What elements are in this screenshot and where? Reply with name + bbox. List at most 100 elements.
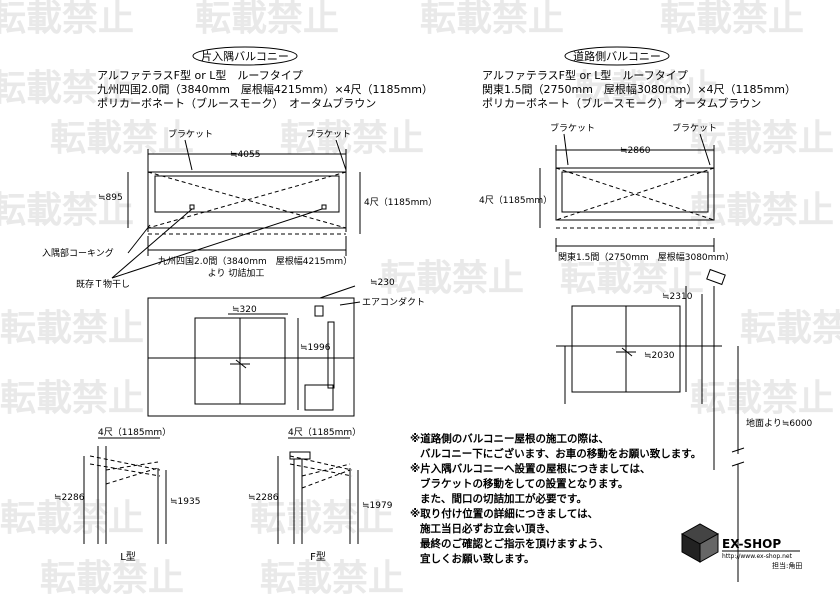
title-ellipse [564, 46, 670, 66]
bracket-label: ブラケット [672, 122, 717, 134]
aircon-label: エアコンダクト [362, 296, 425, 308]
section-l-caption: L型 [120, 550, 136, 563]
duct [327, 321, 335, 389]
section-f-left-dim: ≒2286 [248, 493, 279, 503]
watermark: 転載禁止 [280, 118, 424, 159]
t-post-marker [189, 204, 195, 210]
roof-line [289, 455, 353, 471]
corner-caulk-label: 入隅部コーキング [42, 247, 114, 259]
leader [339, 301, 361, 306]
note-line: 宜しくお願い致します。 [420, 552, 534, 565]
cube-side [699, 533, 719, 563]
bracket-label: ブラケット [306, 128, 351, 140]
width-dim: ≒2860 [620, 146, 651, 156]
note-line: また、間口の切詰加工が必要です。 [420, 492, 587, 505]
bracket-label: ブラケット [168, 128, 213, 140]
dim-1996: ≒1996 [300, 343, 331, 353]
roof-line [89, 463, 161, 477]
depth-dim: ≒895 [98, 193, 123, 203]
right-balcony-plan: 道路側バルコニー アルファテラスF型 or L型 ルーフタイプ 関東1.5間（2… [479, 46, 796, 263]
t-leader [111, 208, 193, 279]
section-l-left-dim: ≒2286 [54, 493, 85, 503]
watermark: 転載禁止 [690, 378, 834, 419]
inner-frame [561, 171, 709, 213]
diagonal-dashed [147, 171, 347, 229]
watermark: 転載禁止 [0, 190, 134, 231]
bottom-dim: 関東1.5間（2750mm 屋根幅3080mm） [558, 251, 734, 263]
caulk-leader [127, 224, 151, 254]
dim-320: ≒320 [232, 305, 257, 315]
right-balcony-title: 道路側バルコニー [573, 49, 661, 63]
bracket-label: ブラケット [550, 122, 595, 134]
watermark: 転載禁止 [560, 258, 704, 299]
roof-line [301, 463, 351, 477]
watermark: 転載禁止 [40, 558, 184, 594]
dim-2310: ≒2310 [662, 292, 693, 302]
roof-bracket [706, 268, 726, 286]
right-elevation: ≒2310 ≒2030 地面より≒6000 [556, 268, 813, 582]
section-l-top-dim: 4尺（1185mm） [98, 427, 171, 438]
fitting [314, 305, 324, 317]
watermark: 転載禁止 [420, 0, 564, 39]
watermark: 転載禁止 [195, 0, 339, 39]
notes-block: ※道路側のバルコニー屋根の施工の際は、 バルコニー下にございます、お車の移動をお… [410, 432, 701, 565]
depth-right-dim: 4尺（1185mm） [364, 197, 437, 208]
bracket-block [289, 451, 311, 460]
left-balcony-title: 片入隅バルコニー [201, 50, 289, 63]
note-line: ※取り付け位置の詳細につきましては、 [410, 507, 598, 520]
title-ellipse [192, 46, 298, 66]
ground-height: 地面より≒6000 [746, 417, 813, 429]
section-f-right-dim: ≒1979 [362, 501, 393, 511]
logo-url: http://www.ex-shop.net [722, 553, 793, 560]
depth-left-dim: 4尺（1185mm） [479, 195, 552, 206]
section-l-right-dim: ≒1935 [170, 497, 200, 507]
watermark: 転載禁止 [380, 258, 524, 299]
watermark: 転載禁止 [690, 190, 834, 231]
note-line: 最終のご確認とご指示を頂けますよう、 [420, 537, 609, 550]
note-line: ブラケットの移動をしての設置となります。 [420, 477, 628, 490]
section-f-caption: F型 [310, 550, 326, 563]
existing-t-label: 既存Ｔ物干し [76, 278, 130, 290]
watermark: 転載禁止 [250, 498, 394, 539]
left-balcony-plan: 片入隅バルコニー アルファテラスF型 or L型 ルーフタイプ 九州四国2.0間… [42, 46, 437, 290]
roof-line [105, 467, 159, 485]
watermark: 転載禁止 [50, 118, 194, 159]
logo-name: EX-SHOP [722, 537, 781, 551]
roof-line [105, 461, 159, 471]
aircon-leader [319, 285, 356, 299]
watermark: 転載禁止 [660, 0, 804, 39]
note-line: ※道路側のバルコニー屋根の施工の際は、 [410, 432, 609, 445]
wall-outline [147, 297, 355, 417]
inner-frame [154, 175, 340, 213]
watermark: 転載禁止 [0, 308, 144, 349]
right-spec-line2: 関東1.5間（2750mm 屋根幅3080mm）×4尺（1185mm） [482, 82, 796, 96]
note-line: ※片入隅バルコニーへ設置の屋根につきましては、 [410, 462, 650, 475]
roof-outline [555, 167, 715, 221]
watermark: 転載禁止 [0, 0, 134, 39]
slide-arrow [235, 359, 247, 369]
dim-230: ≒230 [370, 278, 395, 288]
watermark: 転載禁止 [0, 68, 134, 109]
note-line: 施工当日必ずお立会い頂き、 [420, 522, 556, 535]
slide-arrow [621, 347, 633, 357]
t-post-marker [321, 204, 327, 210]
watermark: 転載禁止 [260, 558, 404, 594]
roof-line [301, 469, 351, 489]
roof-outline [147, 171, 347, 229]
right-spec-line1: アルファテラスF型 or L型 ルーフタイプ [482, 68, 688, 82]
outdoor-unit [304, 384, 334, 411]
watermark: 転載禁止 [0, 378, 144, 419]
section-l: 4尺（1185mm） ≒2286 ≒1935 L型 [54, 427, 200, 563]
bottom-dim-1: 九州四国2.0間（3840mm 屋根幅4215mm） [158, 255, 352, 267]
right-spec-line3: ポリカーボネート（ブルースモーク） オータムブラウン [482, 96, 761, 110]
watermark: 転載禁止 [575, 68, 719, 109]
left-spec-line3: ポリカーボネート（ブルースモーク） オータムブラウン [97, 96, 376, 110]
note-line: バルコニー下にございます、お車の移動をお願い致します。 [420, 447, 701, 460]
break-mark [731, 447, 745, 467]
section-f: 4尺（1185mm） ≒2286 ≒1979 F型 [248, 427, 393, 563]
left-spec-line1: アルファテラスF型 or L型 ルーフタイプ [97, 68, 303, 82]
watermark: 転載禁止 [0, 498, 144, 539]
bottom-dim-2: より 切詰加工 [208, 267, 265, 279]
